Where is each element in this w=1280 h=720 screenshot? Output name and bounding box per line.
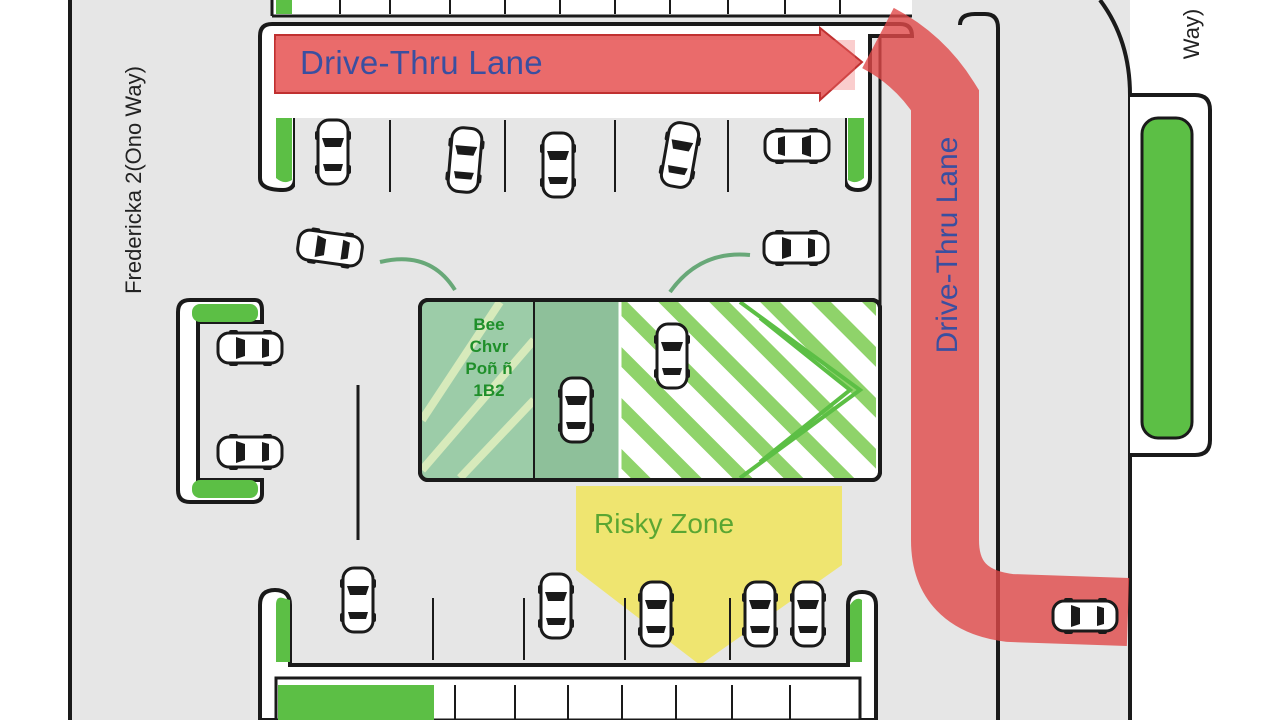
bottom-left-planter bbox=[276, 597, 290, 662]
car-icon bbox=[538, 131, 578, 199]
drive-thru-side-label: Drive-Thru Lane bbox=[931, 136, 964, 354]
risky-zone-label: Risky Zone bbox=[594, 508, 735, 539]
car-icon bbox=[313, 118, 353, 186]
car-icon bbox=[788, 580, 828, 648]
top-left-planter bbox=[276, 118, 292, 183]
building-sign-line: Bee bbox=[473, 315, 505, 334]
car-icon bbox=[652, 322, 692, 390]
top-right-planter bbox=[848, 118, 864, 183]
flow-arc-right bbox=[668, 252, 751, 294]
car-icon bbox=[216, 328, 284, 368]
street-name-left: Fredericka 2(Ono Way) bbox=[121, 66, 146, 294]
car-icon bbox=[636, 580, 676, 648]
right-planter bbox=[1140, 116, 1194, 440]
drive-thru-top-arrow bbox=[274, 25, 864, 103]
drive-thru-top-band bbox=[275, 40, 855, 90]
left-planter-bottom bbox=[192, 480, 258, 498]
bottom-right-planter bbox=[850, 598, 862, 662]
car-icon bbox=[338, 566, 378, 634]
drive-thru-side-ribbon bbox=[861, 7, 1130, 646]
car-icon bbox=[740, 580, 780, 648]
asphalt-right-curve bbox=[1100, 0, 1130, 720]
bottom-strip-planter bbox=[278, 685, 434, 720]
building bbox=[418, 298, 882, 482]
flow-arc-left bbox=[379, 257, 457, 292]
car-icon bbox=[1051, 596, 1119, 636]
right-lane-curb bbox=[958, 12, 1000, 720]
building-sign-line: Chvr bbox=[469, 337, 509, 356]
building-sign-line: Poñ ñ bbox=[465, 359, 513, 378]
car-icon bbox=[536, 572, 576, 640]
car-icon bbox=[763, 126, 831, 166]
car-icon bbox=[216, 432, 284, 472]
street-name-right: Way) bbox=[1179, 8, 1204, 60]
building-sign-line: 1B2 bbox=[473, 381, 505, 400]
car-icon bbox=[556, 376, 596, 444]
right-boundary bbox=[1098, 0, 1132, 720]
top-stalls-strip bbox=[270, 0, 912, 18]
drive-thru-top-label: Drive-Thru Lane bbox=[300, 44, 543, 81]
left-planter-top bbox=[192, 304, 258, 322]
bottom-strip-dividers bbox=[454, 685, 791, 720]
building-sign: Bee Chvr Poñ ñ 1B2 bbox=[444, 314, 534, 402]
top-stall-dividers bbox=[389, 120, 729, 192]
bottom-stall-dividers bbox=[432, 598, 731, 660]
car-icon bbox=[762, 228, 830, 268]
